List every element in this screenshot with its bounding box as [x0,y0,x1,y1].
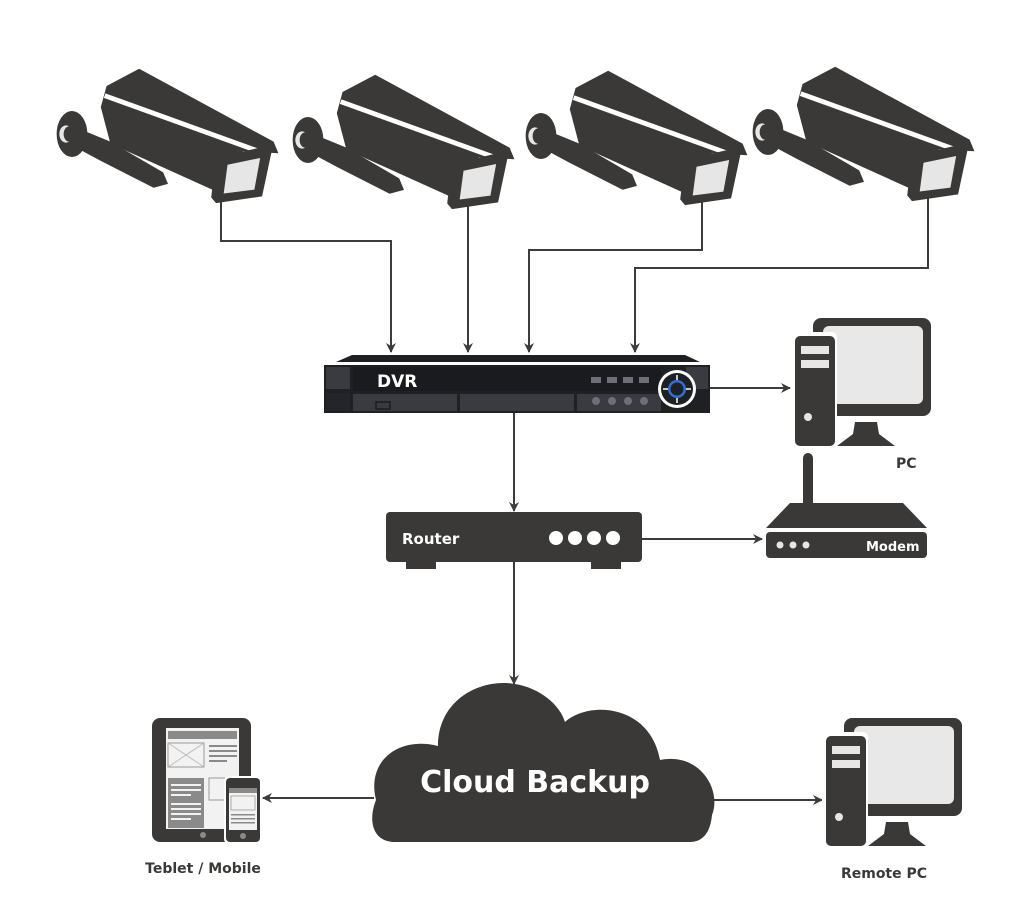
security-camera-icon [753,67,975,201]
desktop-computer-icon [822,718,962,848]
modem-label: Modem [866,540,920,555]
security-camera-icon [57,69,279,203]
router-node[interactable]: Router [386,512,642,569]
pc-label: PC [896,456,917,472]
dvr-node[interactable]: DVR [324,355,710,413]
remote-pc-label: Remote PC [841,866,927,882]
security-camera-icon [526,71,748,205]
router-label: Router [402,530,460,548]
cloud-label: Cloud Backup [420,765,650,800]
desktop-computer-icon [791,318,931,448]
mobile-node[interactable]: Teblet / Mobile [145,718,262,877]
camera-2[interactable] [293,75,515,209]
remote-pc-node[interactable]: Remote PC [822,718,962,882]
router-icon [386,512,642,569]
camera-1[interactable] [57,69,279,203]
pc-node[interactable]: PC [791,318,931,472]
tablet-mobile-icon [152,718,262,844]
camera-3[interactable] [526,71,748,205]
modem-icon [766,453,927,558]
cloud-node[interactable]: Cloud Backup [372,683,715,842]
edge-camera1-dvr [220,190,396,353]
mobile-label: Teblet / Mobile [145,861,261,877]
dvr-recorder-icon [324,355,710,413]
modem-node[interactable]: Modem [766,453,927,558]
cloud-icon [372,683,715,842]
camera-4[interactable] [753,67,975,201]
connectors [220,188,929,805]
dvr-label: DVR [377,372,417,392]
security-camera-icon [293,75,515,209]
edge-camera3-dvr [524,192,703,353]
edge-camera4-dvr [630,188,929,353]
